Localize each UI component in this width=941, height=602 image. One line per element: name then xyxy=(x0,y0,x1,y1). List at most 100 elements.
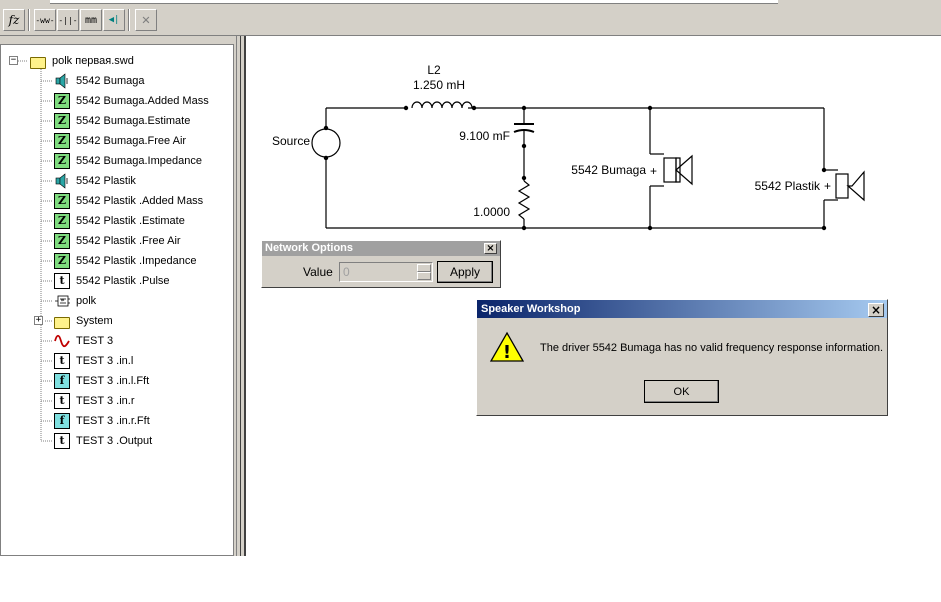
network-canvas[interactable]: L2 1.250 mH 9.100 mF 1.0000 Source 5542 … xyxy=(244,36,941,556)
time-doc-icon: t xyxy=(54,273,70,289)
driver2-plus: + xyxy=(824,179,831,193)
resistor-zigzag xyxy=(517,180,531,220)
inductor-value-label: 1.250 mH xyxy=(413,78,465,92)
tree-item[interactable]: Z 5542 Plastik .Free Air xyxy=(54,231,181,251)
speaker-icon xyxy=(55,173,68,189)
capacitor-button[interactable]: -||- xyxy=(57,9,79,31)
warning-glyph: ! xyxy=(503,342,511,363)
ok-button[interactable]: OK xyxy=(644,380,719,403)
tree-item[interactable]: t TEST 3 .in.l xyxy=(54,351,133,371)
network-icon xyxy=(55,295,70,307)
network-options-title: Network Options xyxy=(265,242,354,254)
driver1-cone xyxy=(675,157,681,183)
tree-item[interactable]: Z 5542 Plastik .Impedance xyxy=(54,251,196,271)
tree-item-label: 5542 Plastik .Free Air xyxy=(76,235,181,247)
node-dot xyxy=(521,105,527,111)
capacitor-value-label: 9.100 mF xyxy=(459,129,510,143)
tree-item-label: TEST 3 .Output xyxy=(76,435,153,447)
resistor-icon: -ww- xyxy=(35,15,55,25)
node-dot xyxy=(821,225,827,231)
tree-item[interactable]: 5542 Bumaga xyxy=(54,71,145,91)
impedance-doc-icon: Z xyxy=(54,113,70,129)
network-options-close-button[interactable]: × xyxy=(484,243,497,254)
tree-item[interactable]: System xyxy=(54,311,113,331)
driver-button[interactable]: ◀| xyxy=(103,9,125,31)
driver2-box xyxy=(835,173,849,199)
node-dot xyxy=(471,105,477,111)
ok-button-label: OK xyxy=(673,385,690,398)
node-dot xyxy=(323,155,329,161)
tree-item[interactable]: Z 5542 Plastik .Added Mass xyxy=(54,191,203,211)
fft-doc-icon: f xyxy=(54,413,70,429)
tree-root[interactable]: polk первая.swd xyxy=(30,51,134,71)
tree-item[interactable]: 5542 Plastik xyxy=(54,171,136,191)
speaker-workshop-alert: Speaker Workshop × ! The driver 5542 Bum… xyxy=(476,299,888,416)
impedance-doc-icon: Z xyxy=(54,193,70,209)
tree-root-label: polk первая.swd xyxy=(52,55,134,67)
tree-item-label: 5542 Bumaga.Estimate xyxy=(76,115,191,127)
driver1-box xyxy=(663,157,677,183)
time-doc-icon: t xyxy=(54,393,70,409)
apply-button[interactable]: Apply xyxy=(437,261,493,283)
tree-item[interactable]: t 5542 Plastik .Pulse xyxy=(54,271,170,291)
tree-item-label: 5542 Bumaga.Free Air xyxy=(76,135,187,147)
inductor-button[interactable]: mm xyxy=(80,9,102,31)
tree-lines xyxy=(18,60,53,442)
stepper-up-button[interactable] xyxy=(417,264,431,272)
warning-icon: ! xyxy=(489,331,525,363)
tree-item-label: System xyxy=(76,315,113,327)
value-stepper[interactable]: 0 xyxy=(339,262,433,282)
tree-item[interactable]: f TEST 3 .in.l.Fft xyxy=(54,371,149,391)
source-label: Source xyxy=(272,134,310,148)
impedance-doc-icon: Z xyxy=(54,133,70,149)
tree-item[interactable]: polk xyxy=(54,291,96,311)
tree-item-label: 5542 Plastik .Estimate xyxy=(76,215,185,227)
folder-icon xyxy=(54,316,70,329)
top-window-edge xyxy=(50,0,778,4)
inductor-icon: mm xyxy=(84,14,98,26)
fz-icon: fz xyxy=(8,13,20,27)
tree-item[interactable]: f TEST 3 .in.r.Fft xyxy=(54,411,150,431)
expand-system-toggle[interactable]: + xyxy=(34,315,43,325)
driver1-plus: + xyxy=(650,164,657,178)
impedance-doc-icon: Z xyxy=(54,213,70,229)
tree-item-label: 5542 Plastik .Pulse xyxy=(76,275,170,287)
stepper-down-button[interactable] xyxy=(417,272,431,280)
tree-item[interactable]: TEST 3 xyxy=(54,331,113,351)
splitter-line xyxy=(236,36,237,556)
inductor-coil xyxy=(411,101,473,109)
alert-titlebar[interactable]: Speaker Workshop × xyxy=(477,300,887,318)
tree-item[interactable]: Z 5542 Bumaga.Added Mass xyxy=(54,91,209,111)
driver-icon: ◀| xyxy=(108,15,120,25)
tree-item[interactable]: Z 5542 Bumaga.Free Air xyxy=(54,131,186,151)
lower-empty-area xyxy=(0,556,941,602)
node-dot xyxy=(521,225,527,231)
signal-icon xyxy=(54,334,70,348)
tree-item[interactable]: t TEST 3 .Output xyxy=(54,431,152,451)
fz-button[interactable]: fz xyxy=(3,9,25,31)
collapse-root-toggle[interactable]: − xyxy=(9,55,18,65)
folder-open-icon xyxy=(30,56,46,69)
time-doc-icon: t xyxy=(54,433,70,449)
pane-splitter[interactable] xyxy=(234,36,244,556)
node-dot xyxy=(403,105,409,111)
impedance-doc-icon: Z xyxy=(54,233,70,249)
driver1-label: 5542 Bumaga xyxy=(571,163,646,177)
tree-item[interactable]: t TEST 3 .in.r xyxy=(54,391,134,411)
project-tree[interactable]: − polk первая.swd 5542 Bumaga Z 5542 Bum… xyxy=(0,44,234,556)
network-options-titlebar[interactable]: Network Options × xyxy=(262,241,500,256)
alert-close-button[interactable]: × xyxy=(868,303,884,317)
time-doc-icon: t xyxy=(54,353,70,369)
tree-item[interactable]: Z 5542 Bumaga.Impedance xyxy=(54,151,202,171)
delete-button[interactable]: ✕ xyxy=(135,9,157,31)
tree-item[interactable]: Z 5542 Bumaga.Estimate xyxy=(54,111,190,131)
node-dot xyxy=(323,125,329,131)
toolbar: fz -ww- -||- mm ◀| ✕ xyxy=(0,6,941,36)
resistor-button[interactable]: -ww- xyxy=(34,9,56,31)
impedance-doc-icon: Z xyxy=(54,153,70,169)
node-dot xyxy=(521,175,527,181)
value-field[interactable]: 0 xyxy=(343,265,350,279)
network-options-panel: Network Options × Value 0 Apply xyxy=(261,240,501,288)
tree-item-label: 5542 Bumaga xyxy=(76,75,145,87)
tree-item[interactable]: Z 5542 Plastik .Estimate xyxy=(54,211,185,231)
